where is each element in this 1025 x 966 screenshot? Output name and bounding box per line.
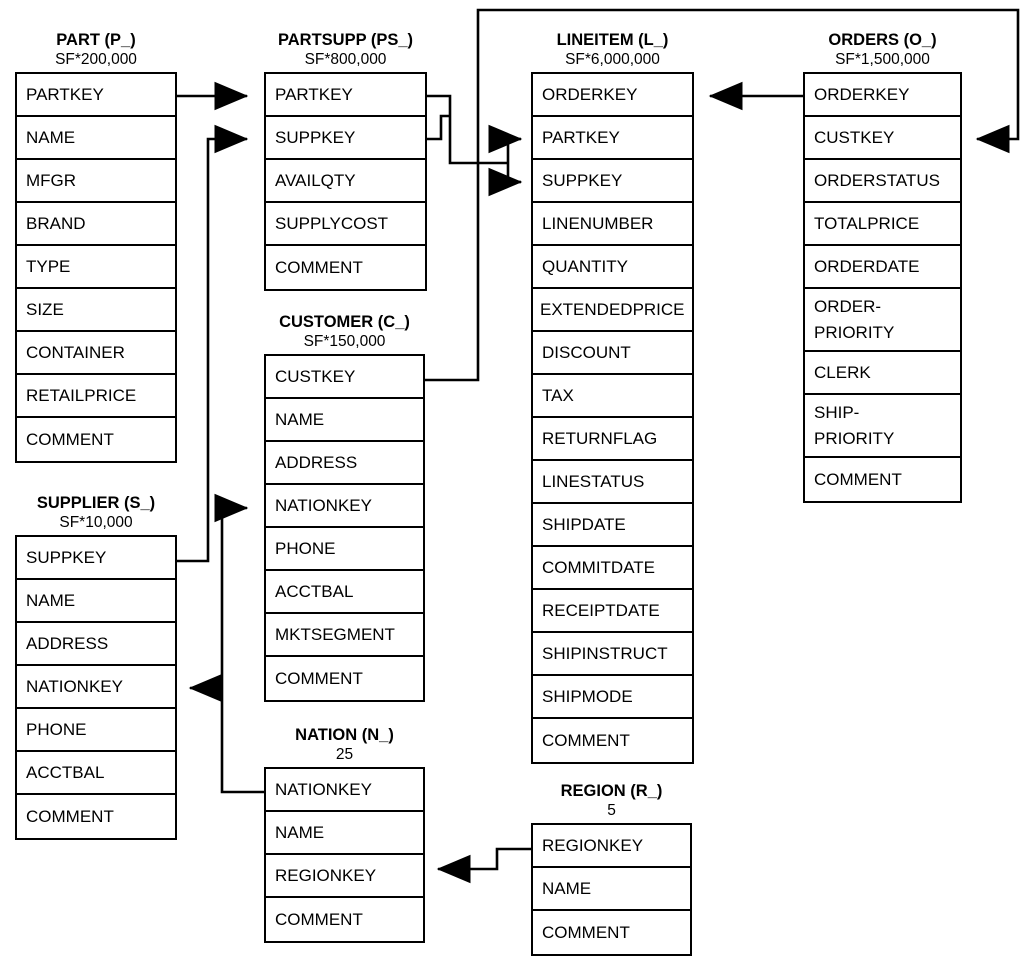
column-row[interactable]: CLERK bbox=[805, 352, 960, 395]
column-row[interactable]: BRAND bbox=[17, 203, 175, 246]
column-row[interactable]: AVAILQTY bbox=[266, 160, 425, 203]
column-row[interactable]: COMMENT bbox=[275, 909, 363, 929]
connector-partsupp-merge-suppkey bbox=[427, 114, 450, 141]
table-title: CUSTOMER (C_) bbox=[279, 313, 410, 331]
column-row[interactable]: CUSTKEY bbox=[266, 356, 423, 399]
table-cardinality: 5 bbox=[607, 802, 616, 819]
table-cardinality: SF*150,000 bbox=[303, 333, 386, 350]
column-row[interactable]: COMMENT bbox=[26, 806, 114, 826]
table-cardinality: SF*800,000 bbox=[304, 51, 387, 68]
column-row[interactable]: COMMENT bbox=[814, 469, 902, 489]
column-row[interactable]: SUPPLYCOST bbox=[266, 203, 425, 246]
column-row[interactable]: RECEIPTDATE bbox=[533, 590, 692, 633]
connector-nation-trunk bbox=[214, 493, 264, 794]
column-row[interactable]: ORDERKEY bbox=[533, 74, 692, 117]
column-row[interactable]: COMMENT bbox=[542, 922, 630, 942]
column-row[interactable]: ORDERKEY bbox=[805, 74, 960, 117]
column-row[interactable]: PARTKEY bbox=[533, 117, 692, 160]
column-row[interactable]: ADDRESS bbox=[17, 623, 175, 666]
column-row[interactable]: EXTENDEDPRICE bbox=[533, 289, 692, 332]
connector-partsupp-merge-partkey bbox=[427, 94, 452, 127]
column-row[interactable]: DISCOUNT bbox=[533, 332, 692, 375]
table-nation[interactable]: NATION (N_) 25 NATIONKEY NAME REGIONKEY … bbox=[264, 725, 425, 943]
column-row[interactable]: NAME bbox=[266, 399, 423, 442]
column-row[interactable]: NATIONKEY bbox=[17, 666, 175, 709]
column-row[interactable]: QUANTITY bbox=[533, 246, 692, 289]
column-row[interactable]: SUPPKEY bbox=[17, 537, 175, 580]
column-row[interactable]: SHIPMODE bbox=[533, 676, 692, 719]
table-supplier[interactable]: SUPPLIER (S_) SF*10,000 SUPPKEY NAME ADD… bbox=[15, 493, 177, 840]
table-title: PART (P_) bbox=[56, 31, 136, 49]
connector-region-nation bbox=[436, 847, 531, 884]
table-part[interactable]: PART (P_) SF*200,000 PARTKEY NAME MFGR B… bbox=[15, 30, 177, 463]
table-region[interactable]: REGION (R_) 5 REGIONKEY NAME COMMENT bbox=[531, 781, 692, 956]
column-row[interactable]: SUPPKEY bbox=[533, 160, 692, 203]
column-row[interactable]: NATIONKEY bbox=[266, 485, 423, 528]
table-title: PARTSUPP (PS_) bbox=[277, 31, 414, 49]
column-row[interactable]: NATIONKEY bbox=[266, 769, 423, 812]
column-row[interactable]: SUPPKEY bbox=[266, 117, 425, 160]
column-row[interactable]: MKTSEGMENT bbox=[266, 614, 423, 657]
column-row[interactable]: CUSTKEY bbox=[805, 117, 960, 160]
column-row[interactable]: ORDERDATE bbox=[805, 246, 960, 289]
column-row[interactable]: PARTKEY bbox=[17, 74, 175, 117]
column-row[interactable]: PARTKEY bbox=[266, 74, 425, 117]
table-title: LINEITEM (L_) bbox=[556, 31, 669, 49]
column-row[interactable]: ACCTBAL bbox=[17, 752, 175, 795]
table-cardinality: SF*10,000 bbox=[59, 514, 133, 531]
table-lineitem[interactable]: LINEITEM (L_) SF*6,000,000 ORDERKEY PART… bbox=[531, 30, 694, 764]
column-row[interactable]: COMMENT bbox=[275, 257, 363, 277]
column-row[interactable]: TAX bbox=[533, 375, 692, 418]
column-row[interactable]: COMMENT bbox=[542, 730, 630, 750]
column-row[interactable]: COMMITDATE bbox=[533, 547, 692, 590]
column-row[interactable]: NAME bbox=[533, 868, 690, 911]
table-columns-box: PARTKEY SUPPKEY AVAILQTY SUPPLYCOST COMM… bbox=[264, 72, 427, 291]
column-row[interactable]: ORDERSTATUS bbox=[805, 160, 960, 203]
table-columns-box: ORDERKEY PARTKEY SUPPKEY LINENUMBER QUAN… bbox=[531, 72, 694, 764]
column-row[interactable]: SHIPINSTRUCT bbox=[533, 633, 692, 676]
table-columns-box: NATIONKEY NAME REGIONKEY COMMENT bbox=[264, 767, 425, 943]
column-row[interactable]: COMMENT bbox=[26, 429, 114, 449]
column-row[interactable]: TOTALPRICE bbox=[805, 203, 960, 246]
table-columns-box: ORDERKEY CUSTKEY ORDERSTATUS TOTALPRICE … bbox=[803, 72, 962, 503]
column-row[interactable]: REGIONKEY bbox=[533, 825, 690, 868]
column-row[interactable]: RETAILPRICE bbox=[17, 375, 175, 418]
column-row[interactable]: SHIPDATE bbox=[533, 504, 692, 547]
column-row[interactable]: REGIONKEY bbox=[266, 855, 423, 898]
column-row[interactable]: NAME bbox=[17, 117, 175, 160]
column-row[interactable]: LINESTATUS bbox=[533, 461, 692, 504]
table-title: ORDERS (O_) bbox=[828, 31, 937, 49]
column-row[interactable]: PHONE bbox=[17, 709, 175, 752]
column-row[interactable]: ORDER- PRIORITY bbox=[805, 289, 960, 352]
table-columns-box: CUSTKEY NAME ADDRESS NATIONKEY PHONE ACC… bbox=[264, 354, 425, 702]
column-row[interactable]: NAME bbox=[17, 580, 175, 623]
table-columns-box: PARTKEY NAME MFGR BRAND TYPE SIZE CONTAI… bbox=[15, 72, 177, 463]
column-row[interactable]: ADDRESS bbox=[266, 442, 423, 485]
table-title: SUPPLIER (S_) bbox=[36, 494, 156, 512]
table-customer[interactable]: CUSTOMER (C_) SF*150,000 CUSTKEY NAME AD… bbox=[264, 312, 425, 702]
table-columns-box: SUPPKEY NAME ADDRESS NATIONKEY PHONE ACC… bbox=[15, 535, 177, 840]
table-cardinality: 25 bbox=[335, 746, 354, 763]
table-cardinality: SF*200,000 bbox=[55, 51, 137, 68]
column-row[interactable]: CONTAINER bbox=[17, 332, 175, 375]
connector-partsupp-merge-trunk bbox=[448, 127, 508, 165]
table-title: NATION (N_) bbox=[295, 726, 394, 744]
column-row[interactable]: TYPE bbox=[17, 246, 175, 289]
column-row[interactable]: NAME bbox=[266, 812, 423, 855]
column-row[interactable]: MFGR bbox=[17, 160, 175, 203]
table-cardinality: SF*1,500,000 bbox=[835, 51, 930, 68]
table-partsupp[interactable]: PARTSUPP (PS_) SF*800,000 PARTKEY SUPPKE… bbox=[264, 30, 427, 291]
column-row[interactable]: RETURNFLAG bbox=[533, 418, 692, 461]
table-columns-box: REGIONKEY NAME COMMENT bbox=[531, 823, 692, 956]
column-row[interactable]: COMMENT bbox=[275, 668, 363, 688]
column-row[interactable]: ACCTBAL bbox=[266, 571, 423, 614]
column-row[interactable]: PHONE bbox=[266, 528, 423, 571]
connector-supplier-partsupp bbox=[177, 124, 249, 563]
table-orders[interactable]: ORDERS (O_) SF*1,500,000 ORDERKEY CUSTKE… bbox=[803, 30, 962, 503]
table-cardinality: SF*6,000,000 bbox=[565, 51, 660, 68]
table-title: REGION (R_) bbox=[560, 782, 663, 800]
column-row[interactable]: SHIP- PRIORITY bbox=[805, 395, 960, 458]
column-row[interactable]: SIZE bbox=[17, 289, 175, 332]
column-row[interactable]: LINENUMBER bbox=[533, 203, 692, 246]
